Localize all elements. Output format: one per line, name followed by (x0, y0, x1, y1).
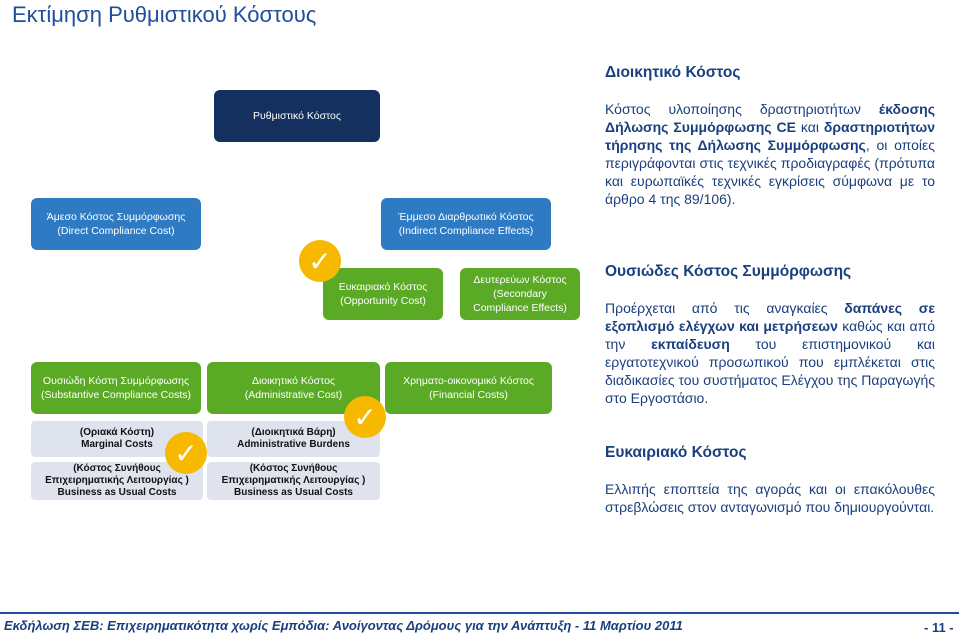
opportunity-cost-node: Ευκαιριακό Κόστος (Opportunity Cost) (323, 268, 443, 320)
admin-text-bold2: δραστηριοτήτων τήρησης της Δήλωσης Συμμό… (605, 119, 935, 153)
admin-text-bold1: έκδοσης Δήλωσης Συμμόρφωσης CE (605, 101, 935, 135)
bau-right-line2: Επιχειρηματικής Λειτουργίας ) (221, 475, 366, 486)
subst-text-bold1: δαπάνες σε εξοπλισμό ελέγχων και μετρήσε… (605, 300, 936, 334)
financial-cost-label-gr: Χρηματο-οικονομικό Κόστος (403, 375, 534, 387)
footer-text: Εκδήλωση ΣΕΒ: Επιχειρηματικότητα χωρίς Ε… (4, 618, 683, 633)
marginal-costs-label-en: Marginal Costs (81, 439, 153, 450)
bau-right-line3: Business as Usual Costs (234, 487, 353, 498)
page-number: - 11 - (924, 620, 954, 635)
substantive-cost-description: Προέρχεται από τις αναγκαίες δαπάνες σε … (605, 299, 935, 407)
substantive-cost-heading: Ουσιώδες Κόστος Συμμόρφωσης (605, 263, 852, 280)
substantive-cost-node: Ουσιώδη Κόστη Συμμόρφωσης (Substantive C… (31, 362, 201, 414)
opportunity-cost-label-en: (Opportunity Cost) (340, 295, 426, 307)
direct-cost-node: Άμεσο Κόστος Συμμόρφωσης (Direct Complia… (31, 198, 201, 250)
check-icon: ✓ (165, 432, 207, 474)
bau-right-line1: (Κόστος Συνήθους (249, 463, 338, 474)
opportunity-cost-label-gr: Ευκαιριακό Κόστος (338, 281, 428, 293)
secondary-cost-label-en2: Compliance Effects) (473, 302, 567, 314)
admin-burdens-label-gr: (Διοικητικά Βάρη) (251, 427, 336, 438)
indirect-cost-label-en: (Indirect Compliance Effects) (398, 225, 534, 237)
subst-text-part3: του επιστημονικού και εργατοτεχνικού προ… (605, 336, 935, 406)
secondary-cost-node: Δευτερεύων Κόστος (Secondary Compliance … (460, 268, 580, 320)
root-label: Ρυθμιστικό Κόστος (253, 110, 341, 122)
indirect-cost-node: Έμμεσο Διαρθρωτικό Κόστος (Indirect Comp… (381, 198, 551, 250)
subst-text-bold2: εκπαίδευση (651, 336, 730, 352)
subst-text-part2: καθώς και από την (605, 318, 935, 352)
administrative-cost-label-gr: Διοικητικό Κόστος (251, 375, 336, 387)
admin-text-part2: και (795, 119, 824, 135)
administrative-cost-label-en: (Administrative Cost) (244, 389, 343, 401)
financial-cost-node: Χρηματο-οικονομικό Κόστος (Financial Cos… (385, 362, 552, 414)
opportunity-cost-heading: Ευκαιριακό Κόστος (605, 444, 747, 461)
footer-divider (0, 612, 959, 614)
direct-cost-label-en: (Direct Compliance Cost) (57, 225, 175, 237)
financial-cost-label-en: (Financial Costs) (429, 389, 508, 401)
opportunity-cost-description: Ελλιπής εποπτεία της αγοράς και οι επακό… (605, 481, 935, 515)
indirect-cost-label-gr: Έμμεσο Διαρθρωτικό Κόστος (398, 211, 534, 223)
check-icon: ✓ (344, 396, 386, 438)
substantive-cost-label-en: (Substantive Compliance Costs) (41, 389, 191, 401)
bau-left-line3: Business as Usual Costs (57, 487, 177, 498)
admin-text-part3: , οι οποίες περιγράφονται στις τεχνικές … (605, 137, 936, 207)
admin-cost-description: Κόστος υλοποίησης δραστηριοτήτων έκδοσης… (605, 100, 935, 208)
marginal-costs-label-gr: (Οριακά Κόστη) (79, 427, 155, 438)
admin-burdens-label-en: Administrative Burdens (237, 439, 350, 450)
secondary-cost-label-gr: Δευτερεύων Κόστος (473, 274, 567, 286)
direct-cost-label-gr: Άμεσο Κόστος Συμμόρφωσης (46, 211, 186, 223)
admin-cost-heading: Διοικητικό Κόστος (605, 64, 741, 81)
bau-left-line2: Επιχειρηματικής Λειτουργίας ) (45, 475, 189, 486)
bau-left-line1: (Κόστος Συνήθους (73, 463, 161, 474)
check-icon: ✓ (299, 240, 341, 282)
secondary-cost-label-en1: (Secondary (493, 288, 547, 300)
admin-text-part1: Κόστος υλοποίησης δραστηριοτήτων (605, 101, 879, 117)
substantive-cost-label-gr: Ουσιώδη Κόστη Συμμόρφωσης (42, 375, 190, 387)
bau-costs-node-right: (Κόστος Συνήθους Επιχειρηματικής Λειτουρ… (207, 462, 380, 500)
page-title: Εκτίμηση Ρυθμιστικού Κόστους (12, 2, 317, 27)
root-node: Ρυθμιστικό Κόστος (214, 90, 380, 142)
subst-text-part1: Προέρχεται από τις αναγκαίες (605, 300, 845, 316)
